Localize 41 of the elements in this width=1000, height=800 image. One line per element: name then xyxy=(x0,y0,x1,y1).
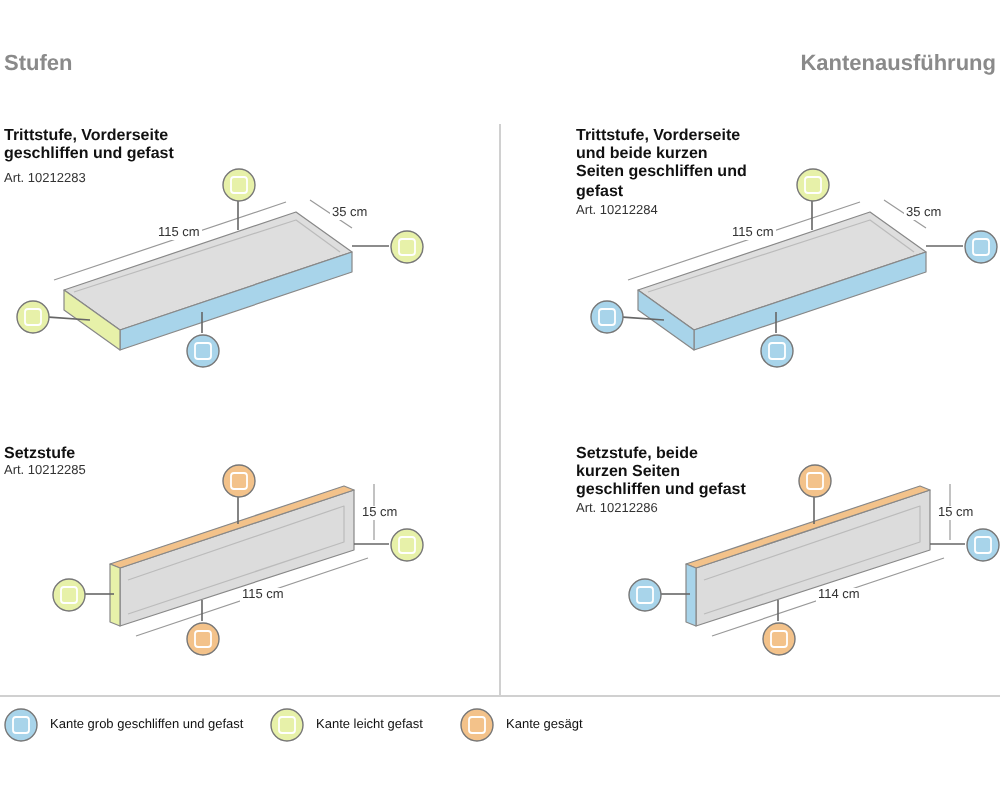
step-heading: Trittstufe, Vorderseite und beide kurzen Seiten geschliffen und gefast xyxy=(576,126,748,200)
leader-line xyxy=(660,593,691,595)
leader-line xyxy=(351,245,390,247)
leader-line xyxy=(813,496,815,525)
edge-marker-icon xyxy=(795,167,829,201)
tread-drawing xyxy=(637,211,927,351)
leader-line xyxy=(777,599,779,622)
edge-marker-icon xyxy=(589,299,623,333)
step-heading: Setzstufe, beide kurzen Seiten geschliffen und gefast xyxy=(576,444,748,500)
edge-marker-icon xyxy=(389,527,423,561)
edge-marker-icon xyxy=(759,333,793,367)
edge-marker-icon xyxy=(51,577,85,611)
section-heading: Kantenausführung xyxy=(800,52,996,78)
edge-marker-icon xyxy=(221,167,255,201)
tread-drawing xyxy=(63,211,353,351)
leader-line xyxy=(353,543,390,545)
edge-marker-icon xyxy=(389,229,423,263)
step-heading: Trittstufe, Vorderseite geschliffen und gefast xyxy=(4,126,176,163)
leader-line xyxy=(237,496,239,525)
leader-line xyxy=(201,311,203,334)
leader-line xyxy=(237,200,239,231)
riser-drawing xyxy=(109,485,355,627)
edge-marker-icon xyxy=(965,527,999,561)
leader-line xyxy=(811,200,813,231)
edge-marker-icon xyxy=(761,621,795,655)
edge-marker-icon xyxy=(185,621,219,655)
title: Stufen xyxy=(4,52,73,78)
leader-line xyxy=(775,311,777,334)
step-heading: Setzstufe xyxy=(4,444,78,463)
leader-line xyxy=(201,599,203,622)
edge-marker-icon xyxy=(15,299,49,333)
edge-marker-icon xyxy=(627,577,661,611)
leader-line xyxy=(622,316,665,321)
leader-line xyxy=(929,543,966,545)
leader-line xyxy=(84,593,115,595)
edge-marker-icon xyxy=(797,463,831,497)
leader-line xyxy=(925,245,964,247)
edge-marker-icon xyxy=(185,333,219,367)
leader-line xyxy=(48,316,91,321)
edge-marker-icon xyxy=(963,229,997,263)
edge-marker-icon xyxy=(221,463,255,497)
